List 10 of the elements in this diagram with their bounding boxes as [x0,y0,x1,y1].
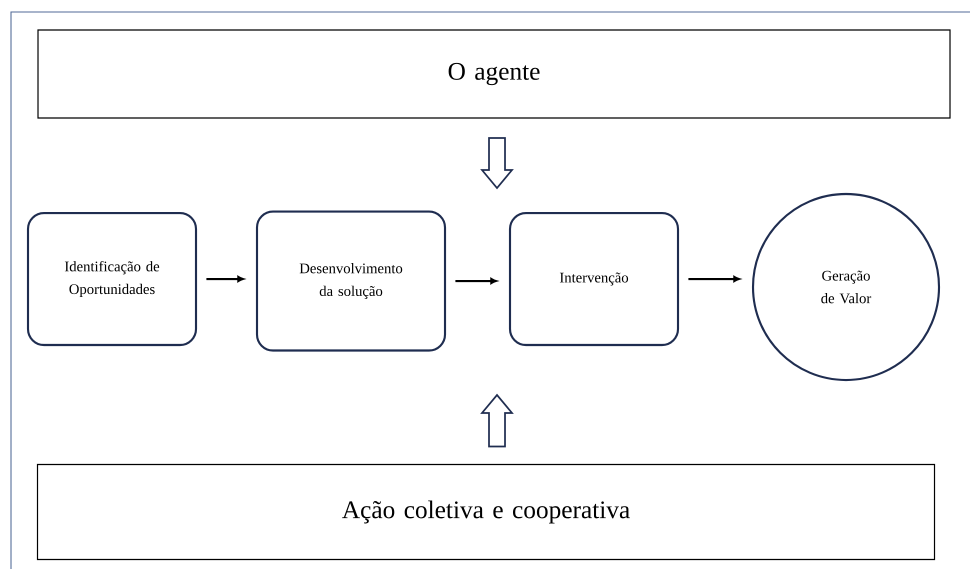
block-arrow [480,394,514,448]
arrow [206,276,244,282]
arrow [455,278,498,284]
process-box: Identificação de Oportunidades [26,212,198,346]
text-box: Ação coletiva e cooperativa [36,464,936,560]
arrow [688,276,740,282]
process-box: Desenvolvimento da solução [256,210,446,352]
process-box: Intervenção [508,212,680,346]
block-arrow [480,137,514,190]
text-box: O agente [37,29,951,119]
